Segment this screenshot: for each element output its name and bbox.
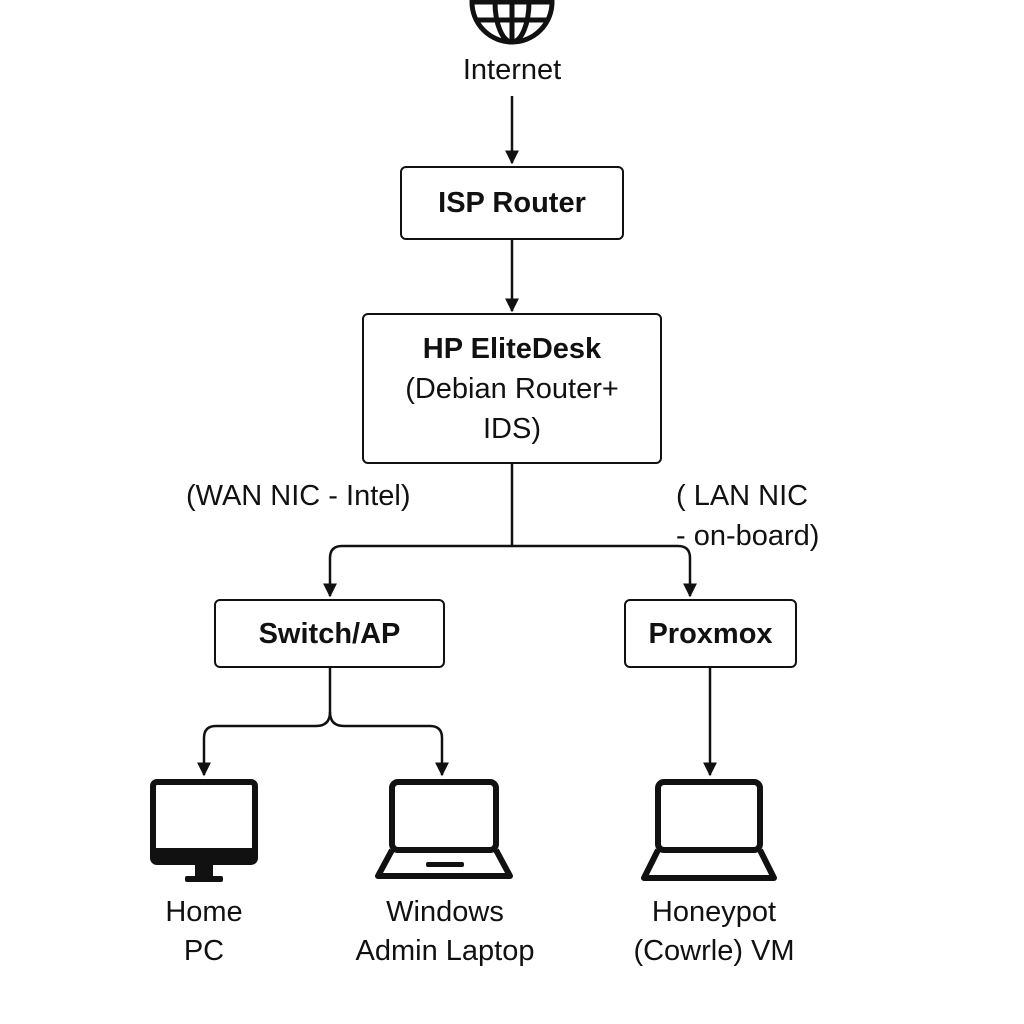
globe-icon [469,0,555,45]
isp-router-label: ISP Router [438,187,586,219]
admin-laptop-line1: Windows [386,896,504,928]
elitedesk-title: HP EliteDesk [422,332,602,365]
proxmox-label: Proxmox [648,617,773,650]
internet-label: Internet [462,54,562,86]
elitedesk-line2: (Debian Router+ [405,372,619,405]
isp-router-node: ISP Router [400,166,624,240]
lan-nic-label-line1: ( LAN NIC [676,480,809,512]
laptop-icon [375,779,513,879]
home-pc-line2: PC [183,935,225,967]
arrow-elitedesk-to-proxmox [512,544,697,598]
arrow-switch-to-laptop [328,711,449,777]
arrow-switch-to-home-pc [197,711,332,777]
honeypot-line2: (Cowrle) VM [633,935,795,967]
admin-laptop-line2: Admin Laptop [355,935,535,967]
lan-nic-label-line2: - on-board) [676,520,820,552]
wan-nic-label: (WAN NIC - Intel) [186,480,411,512]
desktop-monitor-icon [150,779,258,882]
honeypot-caption: Honeypot (Cowrle) VM [594,893,834,971]
elitedesk-line3: IDS) [483,412,541,445]
switch-ap-node: Switch/AP [214,599,445,668]
honeypot-line1: Honeypot [651,896,777,928]
admin-laptop-caption: Windows Admin Laptop [315,893,575,971]
proxmox-node: Proxmox [624,599,797,668]
switch-ap-label: Switch/AP [258,617,401,650]
home-pc-line1: Home [165,896,243,928]
laptop-icon [641,779,777,881]
arrow-elitedesk-to-switch [323,544,512,598]
home-pc-caption: Home PC [104,893,304,971]
elitedesk-node: HP EliteDesk (Debian Router+ IDS) [362,313,662,464]
